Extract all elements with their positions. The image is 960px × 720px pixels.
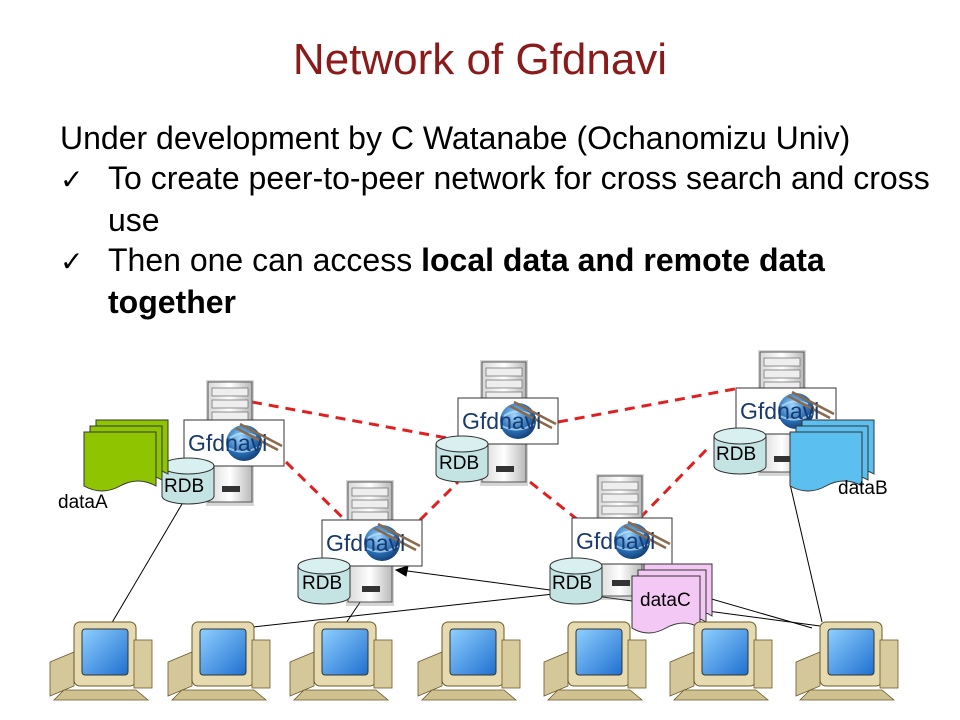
bullet-list: Under development by C Watanabe (Ochanom… [60, 118, 940, 322]
gfdnavi-node-4: Gfdnavi RDB [297, 479, 424, 607]
rdb-label: RDB [164, 476, 204, 497]
peer-link [418, 480, 460, 522]
access-link [243, 589, 591, 629]
client-computer-icon [49, 621, 153, 701]
data-c-label: dataC [640, 590, 691, 611]
access-arrowhead [394, 565, 409, 577]
peer-link [284, 460, 347, 522]
client-computer-icon [417, 621, 521, 701]
peer-link [638, 446, 710, 520]
node-label: Gfdnavi [188, 430, 267, 456]
slide-title: Network of Gfdnavi [292, 35, 668, 84]
data-a-files: dataA [58, 419, 169, 513]
client-computer-icon [543, 621, 647, 701]
peer-links [251, 386, 741, 522]
bullet-cross-search-text: To create peer-to-peer network for cross… [108, 160, 930, 238]
rdb-label: RDB [552, 573, 592, 594]
gfdnavi-node-5: Gfdnavi RDB [549, 473, 674, 605]
rdb-label: RDB [439, 453, 479, 474]
bullet-access-bold: local data and remote data together [108, 242, 825, 320]
peer-link [529, 480, 579, 522]
client-computer-icon [289, 621, 393, 701]
client-computer-icon [167, 621, 271, 701]
peer-link [557, 386, 741, 424]
intro-text: Under development by C Watanabe (Ochanom… [60, 120, 851, 156]
bullet-cross-search: ✓ To create peer-to-peer network for cros… [60, 158, 940, 240]
checkmark-icon: ✓ [60, 163, 84, 196]
node-label: Gfdnavi [462, 408, 541, 434]
data-file-icon [789, 431, 863, 492]
rdb-label: RDB [302, 573, 342, 594]
node-label: Gfdnavi [326, 530, 405, 556]
access-link [789, 483, 823, 623]
gfdnavi-node-2: Gfdnavi RDB [435, 359, 560, 487]
gfdnavi-node-3: Gfdnavi RDB [713, 349, 838, 477]
gfdnavi-node-1: Gfdnavi RDB [161, 379, 286, 507]
intro-line: Under development by C Watanabe (Ochanom… [60, 118, 940, 158]
client-computer-icon [795, 621, 899, 701]
data-a-label: dataA [58, 492, 108, 513]
peer-link [251, 400, 459, 442]
bullet-access-data: ✓ Then one can access local data and remo… [60, 240, 940, 322]
client-computers [49, 621, 899, 701]
data-c-files: dataC [631, 563, 713, 634]
data-b-label: dataB [838, 478, 888, 499]
access-link [109, 503, 183, 627]
data-b-files: dataB [789, 419, 888, 499]
data-file-icon [83, 431, 157, 492]
client-computer-icon [669, 621, 773, 701]
bullet-access-prefix: Then one can access [108, 242, 422, 278]
checkmark-icon: ✓ [60, 245, 84, 278]
rdb-label: RDB [716, 444, 756, 465]
node-label: Gfdnavi [576, 528, 655, 554]
access-links [109, 483, 823, 633]
